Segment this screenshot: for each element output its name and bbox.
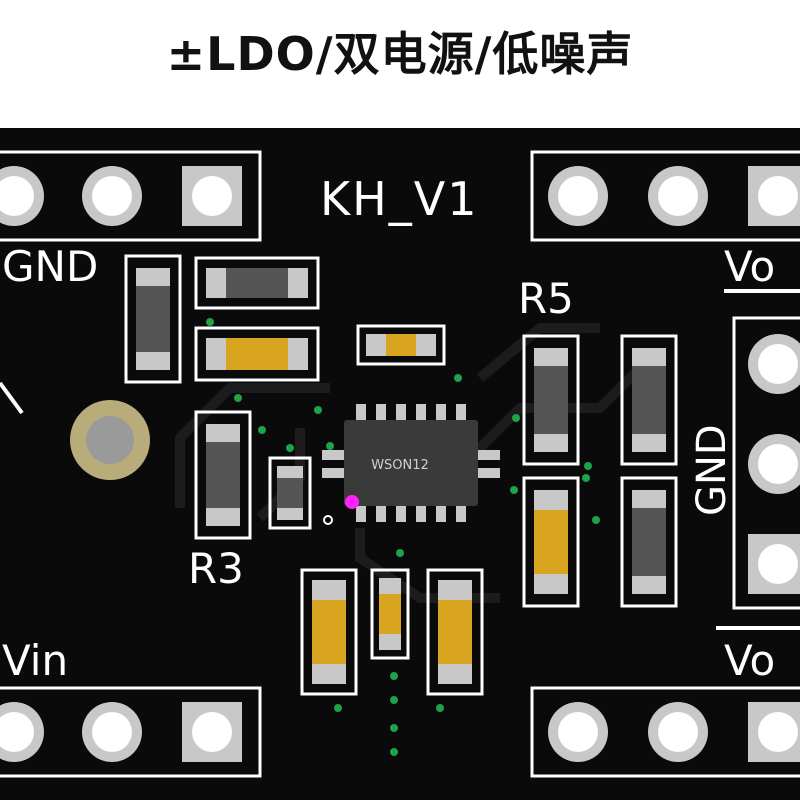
- resistor-r3: [194, 410, 252, 540]
- board-name: KH_V1: [320, 172, 479, 226]
- resistor-top: [194, 256, 320, 310]
- capacitor-bottom-left: [300, 568, 358, 696]
- pin1-marker: [345, 495, 359, 509]
- resistor-right-top: [620, 334, 678, 466]
- header-bottom-right-pins: [548, 702, 800, 762]
- capacitor-right: [522, 476, 580, 608]
- vias: [206, 318, 600, 756]
- silk-mark-left: [0, 381, 24, 415]
- pcb-board: KH_V1 GND R5 R3 Vin Vo Vo GND WSON12: [0, 128, 800, 800]
- resistor-right-bottom: [620, 476, 678, 608]
- header-bottom-left-outline: [0, 686, 262, 778]
- label-r3: R3: [188, 544, 244, 593]
- header-right-pins: [748, 334, 800, 594]
- capacitor-bottom-middle: [370, 568, 410, 660]
- header-top-left-outline: [0, 150, 262, 242]
- header-bottom-left-pins: [0, 702, 242, 762]
- pcb-artwork: [0, 150, 800, 778]
- capacitor-top: [194, 326, 320, 382]
- chip-label: WSON12: [371, 458, 429, 473]
- capacitor-bottom-right: [426, 568, 484, 696]
- label-vin: Vin: [2, 636, 69, 685]
- capacitor-small-top: [356, 324, 446, 366]
- header-bottom-right-outline: [530, 686, 800, 778]
- page-title: ±LDO/双电源/低噪声: [166, 27, 634, 81]
- label-vo-bottom: Vo: [724, 636, 776, 685]
- label-r5: R5: [518, 274, 574, 323]
- header-top-right-outline: [530, 150, 800, 242]
- resistor-small: [268, 456, 312, 530]
- header-top-left-pins: [0, 166, 242, 226]
- header-outlines: [0, 150, 800, 778]
- resistor-r5: [522, 334, 580, 466]
- label-vo-top: Vo: [724, 242, 776, 291]
- header-right-outline: [732, 316, 800, 610]
- label-gnd-right: GND: [689, 424, 735, 516]
- resistor-left-top: [124, 254, 182, 384]
- label-gnd-top-left: GND: [2, 242, 99, 291]
- pin1-dot: [323, 515, 333, 525]
- ic-wson12: [322, 404, 500, 522]
- mounting-hole: [70, 400, 150, 480]
- header-top-right-pins: [548, 166, 800, 226]
